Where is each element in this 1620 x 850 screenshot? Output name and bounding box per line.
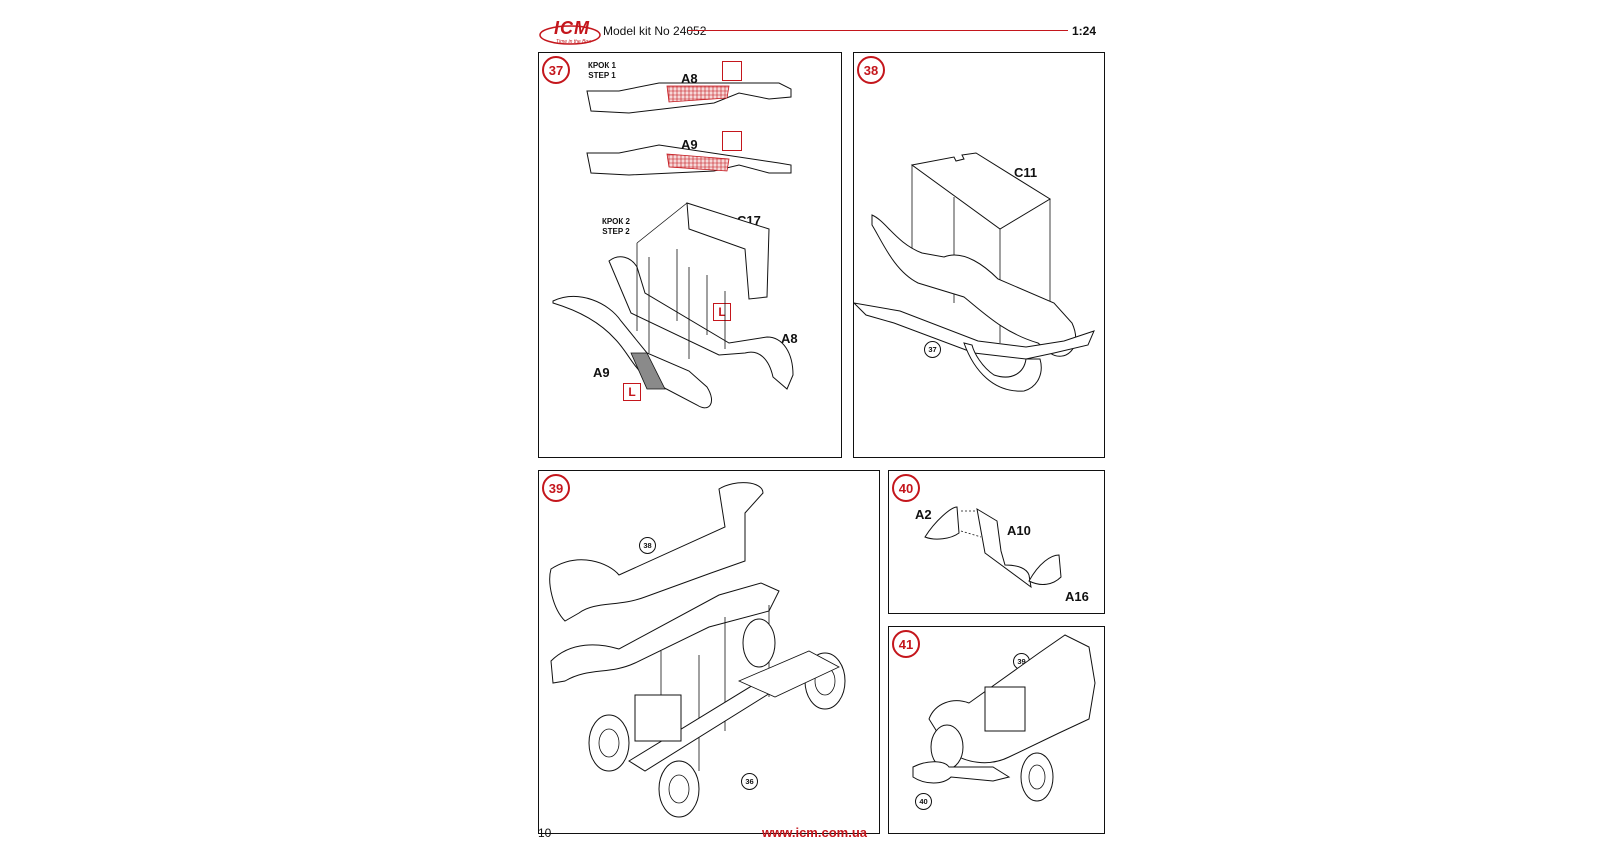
step-40-panel: 40 A2 A10 A16 <box>888 470 1105 614</box>
step-41-drawing <box>912 634 1096 802</box>
part-label-c11: C11 <box>1014 165 1038 180</box>
paint-brush-icon <box>722 131 742 151</box>
step-2-label-ua: КРОК 2 <box>602 217 630 226</box>
ref-step-36: 36 <box>741 773 758 790</box>
part-label-a9: A9 <box>593 365 610 380</box>
tag-l-lower: L <box>623 383 641 401</box>
step-39-drawing <box>549 482 846 818</box>
brand-tagline: Time in the Box <box>556 39 591 45</box>
part-label-a9-top: A9 <box>681 137 698 152</box>
step-40-drawing <box>924 506 1062 589</box>
icm-logo: ICM Time in the Box <box>538 18 602 48</box>
part-label-a2: A2 <box>915 507 932 522</box>
step-2-label: КРОК 2 STEP 2 <box>595 217 637 237</box>
page-number: 10 <box>538 826 552 840</box>
part-label-a16: A16 <box>1065 589 1089 604</box>
step-39-badge: 39 <box>542 474 570 502</box>
step-41-panel: 41 39 40 <box>888 626 1105 834</box>
ref-step-38: 38 <box>639 537 656 554</box>
icm-logo-graphic <box>539 25 601 45</box>
step-39-panel: 39 38 36 <box>538 470 880 834</box>
ref-step-37: 37 <box>924 341 941 358</box>
step-1-label: КРОК 1 STEP 1 <box>581 61 623 81</box>
step-38-panel: 38 C11 37 <box>853 52 1105 458</box>
scale-label: 1:24 <box>1072 24 1097 38</box>
step-40-badge: 40 <box>892 474 920 502</box>
brand-name: ICM <box>554 18 590 38</box>
step-37-drawing <box>552 82 794 409</box>
website-link[interactable]: www.icm.com.ua <box>762 825 867 840</box>
part-label-a8: A8 <box>781 331 798 346</box>
part-label-a10: A10 <box>1007 523 1031 538</box>
part-label-a8-top: A8 <box>681 71 698 86</box>
page-title: Model kit No 24052 <box>603 24 707 38</box>
step-41-badge: 41 <box>892 630 920 658</box>
ref-step-40: 40 <box>915 793 932 810</box>
step-38-drawing <box>854 152 1095 392</box>
step-1-label-ua: КРОК 1 <box>588 61 616 70</box>
step-38-badge: 38 <box>857 56 885 84</box>
step-2-label-en: STEP 2 <box>602 227 630 236</box>
paint-brush-icon <box>722 61 742 81</box>
step-1-label-en: STEP 1 <box>588 71 616 80</box>
step-37-badge: 37 <box>542 56 570 84</box>
tag-l-upper: L <box>713 303 731 321</box>
header-rule <box>688 30 1068 31</box>
step-37-panel: 37 КРОК 1 STEP 1 A8 A9 КРОК 2 STEP 2 C17… <box>538 52 842 458</box>
